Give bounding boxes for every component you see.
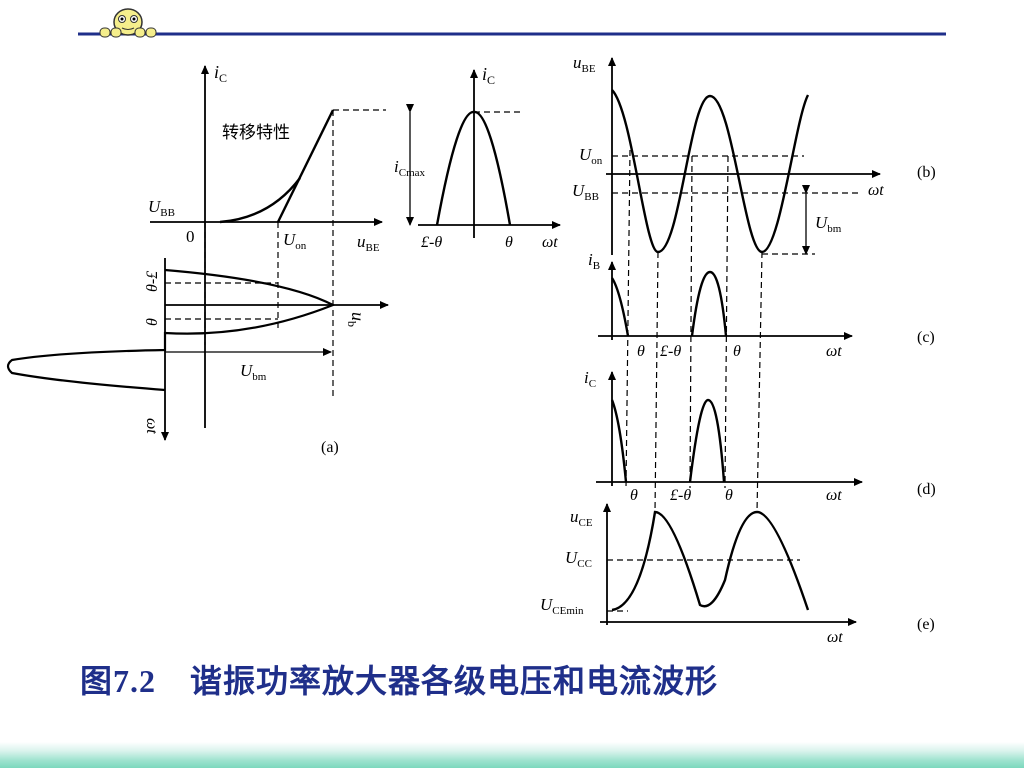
ic-theta: θ [505,234,513,251]
a-theta-label: θ [144,318,161,326]
a-ub-label: ub [345,312,368,327]
transfer-curve [219,177,301,224]
alignment-dashes [625,149,763,513]
e-ucc-label: UCC [565,548,592,570]
e-tag: (e) [917,616,935,633]
figure-caption: 图7.2 谐振功率放大器各级电压和电流波形 [80,656,718,702]
c-theta1: θ [637,343,645,360]
b-wt: ωt [868,182,884,199]
a-zero-label: 0 [186,227,195,246]
d-wt: ωt [826,487,842,504]
a-pi-theta-label: θ-£ [144,270,161,292]
ib-pulses [610,270,728,337]
b-ubm-label: Ubm [815,213,842,235]
c-wt: ωt [826,343,842,360]
a-ubb-label: UBB [148,197,175,219]
c-pi-theta: £-θ [660,343,681,360]
a-ic-label: iC [214,62,227,85]
figure-title: 谐振功率放大器各级电压和电流波形 [190,662,719,700]
c-theta2: θ [733,343,741,360]
d-theta2: θ [725,487,733,504]
e-wt: ωt [827,629,843,646]
input-voltage-wave [6,268,336,392]
cartoon-mascot-icon [99,8,157,38]
d-ic-label: iC [584,368,596,390]
panel-d [596,371,863,486]
a-ube-label: uBE [357,232,380,254]
bottom-gradient-band [0,742,1024,768]
uce-wave [611,510,810,612]
ic-wt: ωt [542,234,558,251]
ic-minus-theta: £-θ [421,234,442,251]
b-uon-label: Uon [579,145,603,167]
panel-a [6,65,389,441]
ube-wave [611,89,810,254]
c-ib-label: iB [588,250,600,272]
icmax-label: iCmax [394,157,426,179]
c-tag: (c) [917,329,935,346]
figure-number: 图7.2 [80,663,157,699]
d-pi-theta: £-θ [670,487,691,504]
b-tag: (b) [917,164,936,181]
a-ubm-label: Ubm [240,361,267,383]
e-ucemin-label: UCEmin [540,595,584,617]
e-uce-label: uCE [570,507,593,529]
ic-top-label: iC [482,64,495,87]
panel-ic-pulse [406,69,561,238]
curve-label: 转移特性 [222,123,290,143]
panel-e [600,503,857,626]
a-tag: (a) [321,439,339,456]
a-uon-label: Uon [283,230,307,252]
ic-pulses [610,398,726,483]
a-wt-label: ωt [143,418,160,434]
panel-c [598,261,853,340]
b-ube-label: uBE [573,53,596,75]
d-tag: (d) [917,481,936,498]
b-ubb-label: UBB [572,181,599,203]
d-theta1: θ [630,487,638,504]
panel-b [606,57,881,255]
